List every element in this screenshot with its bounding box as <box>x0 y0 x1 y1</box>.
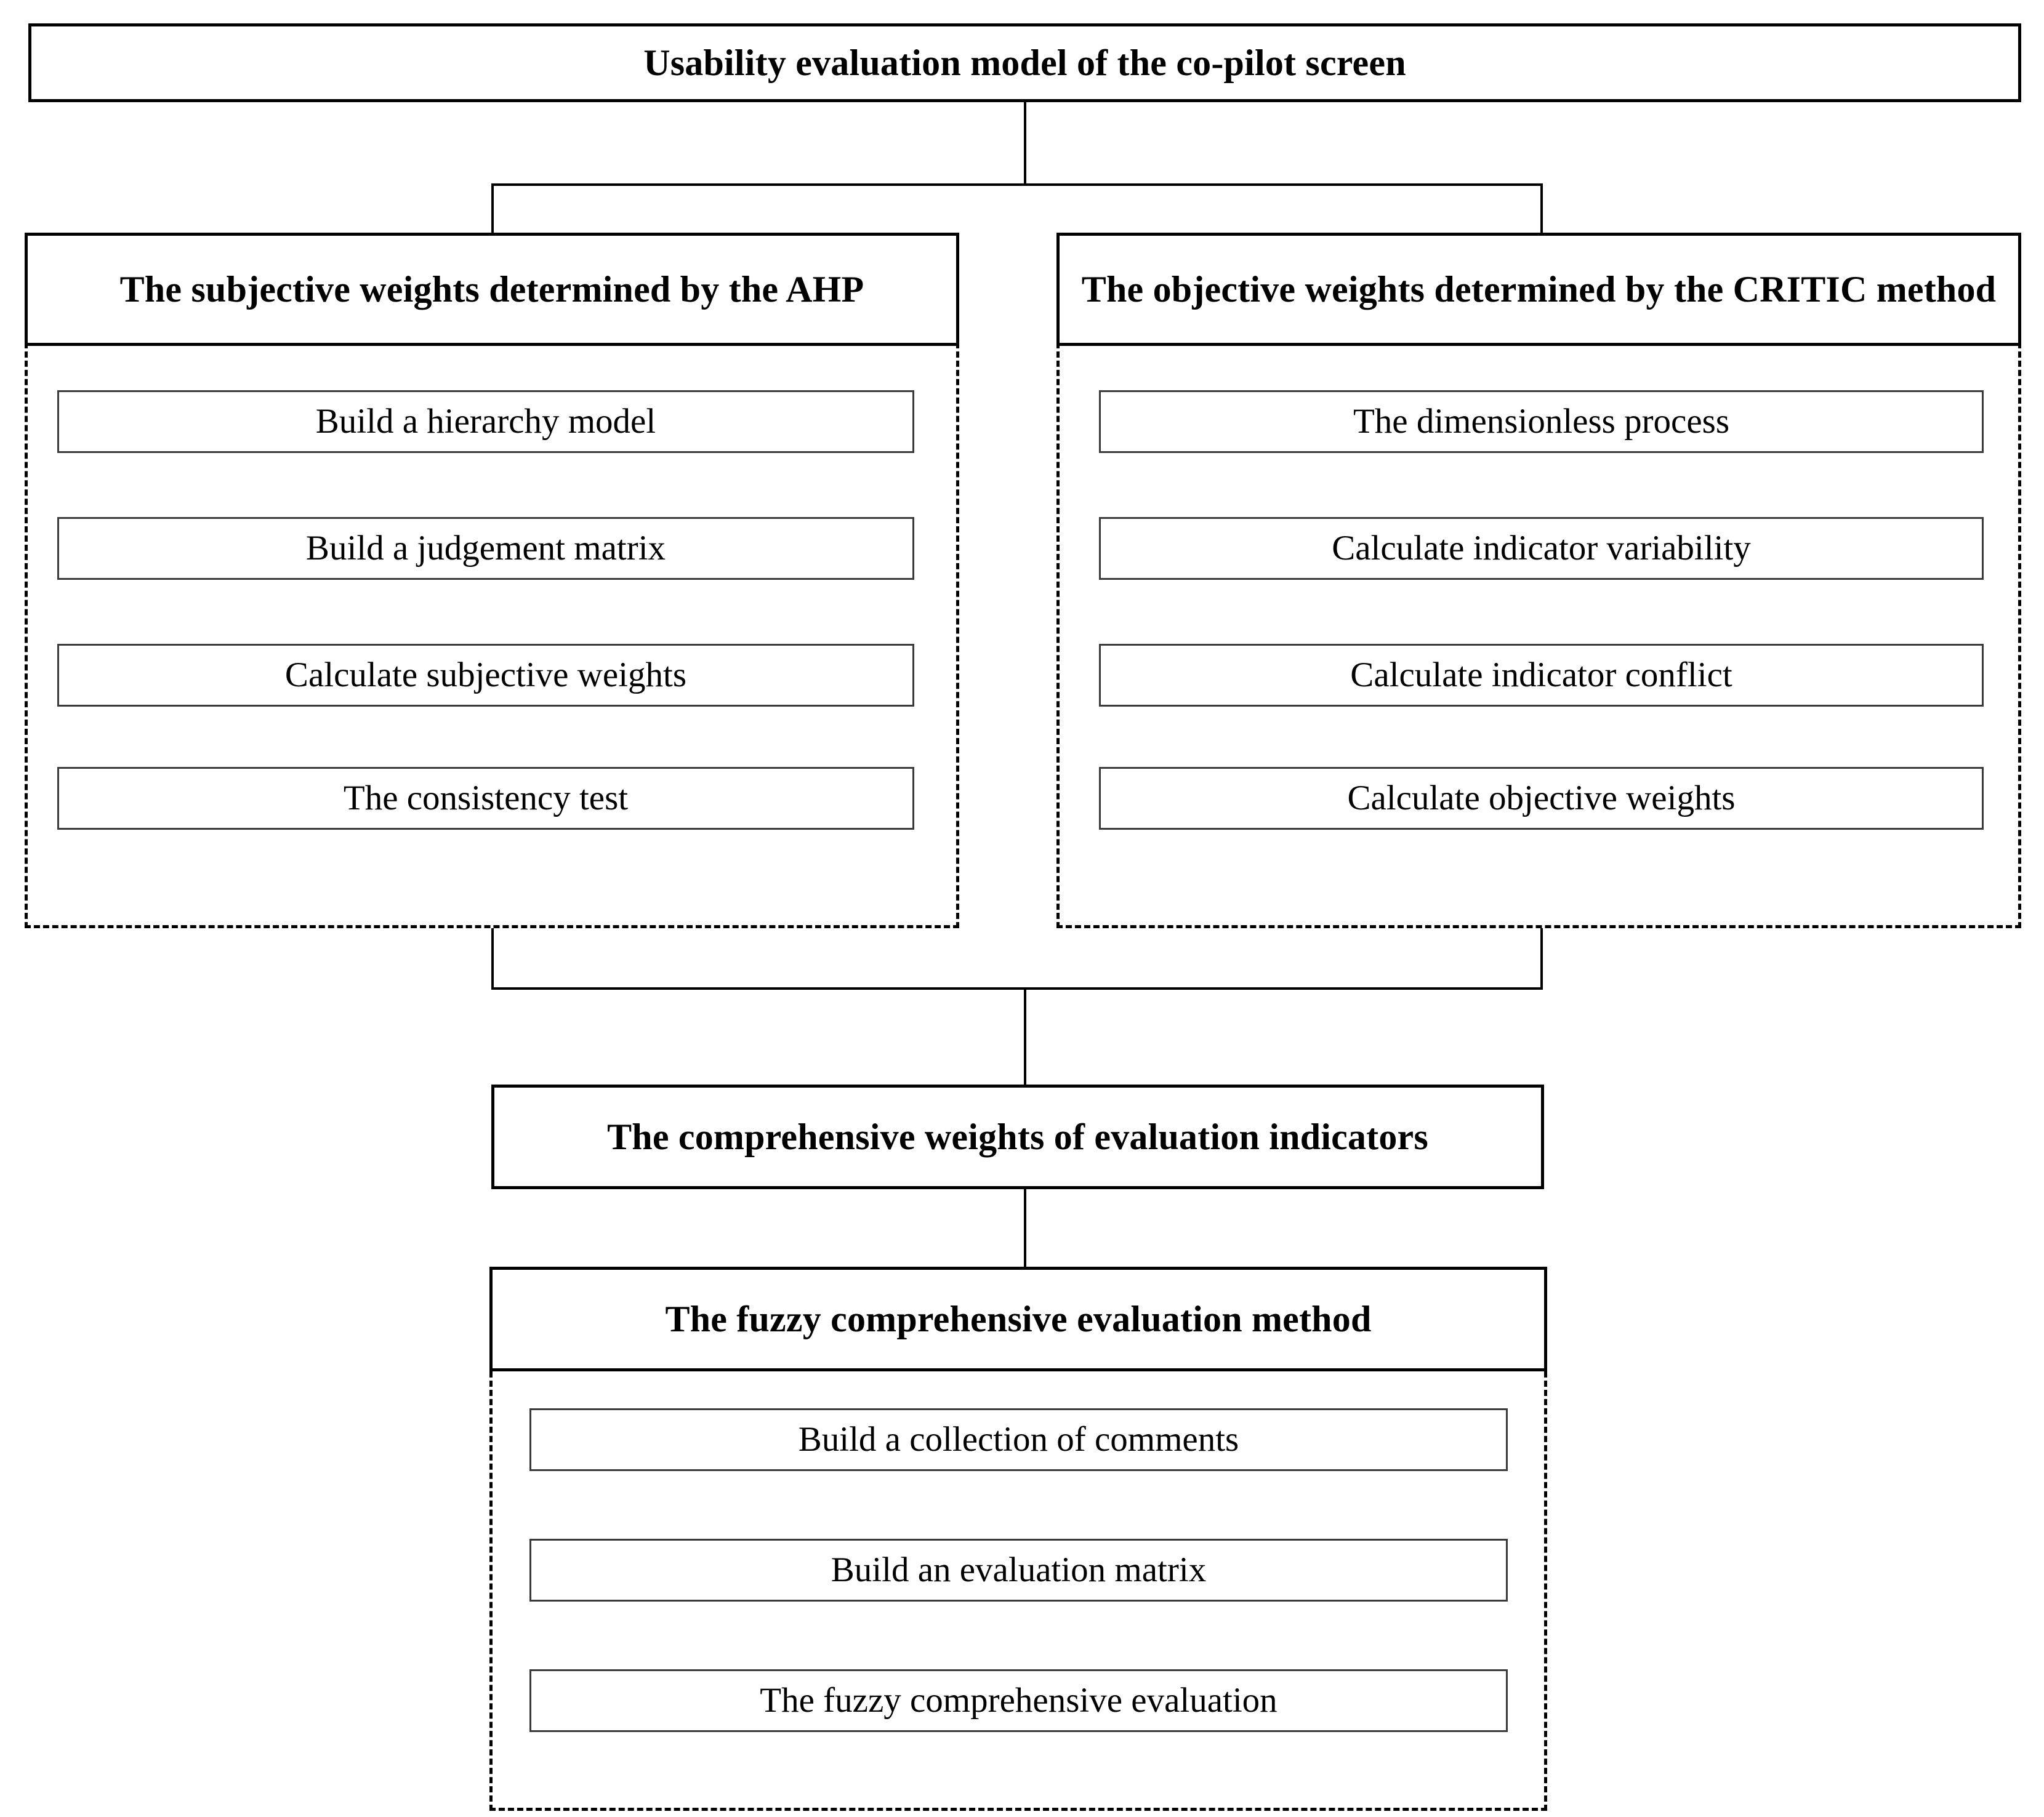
step-critic-1[interactable]: The dimensionless process <box>1099 390 1984 453</box>
node-branch-header-critic[interactable]: The objective weights determined by the … <box>1056 233 2021 346</box>
node-comprehensive-weights-label: The comprehensive weights of evaluation … <box>607 1116 1428 1157</box>
node-branch-header-ahp-label: The subjective weights determined by the… <box>119 268 864 310</box>
group-ahp-steps <box>25 342 959 928</box>
step-critic-3[interactable]: Calculate indicator conflict <box>1099 644 1984 707</box>
step-fuzzy-2-label: Build an evaluation matrix <box>831 1550 1207 1590</box>
node-branch-header-ahp[interactable]: The subjective weights determined by the… <box>25 233 959 346</box>
step-critic-1-label: The dimensionless process <box>1353 402 1730 441</box>
group-critic-steps <box>1056 342 2021 928</box>
step-ahp-4[interactable]: The consistency test <box>57 767 914 830</box>
node-root-label: Usability evaluation model of the co-pil… <box>643 42 1406 83</box>
step-critic-2-label: Calculate indicator variability <box>1332 529 1751 568</box>
connector-critic-merge-down <box>1540 928 1543 990</box>
connector-split-horizontal <box>491 183 1543 186</box>
step-ahp-2[interactable]: Build a judgement matrix <box>57 517 914 580</box>
node-fuzzy-method-header-label: The fuzzy comprehensive evaluation metho… <box>665 1298 1372 1339</box>
connector-split-left-down <box>491 183 494 233</box>
connector-ahp-merge-down <box>491 928 494 990</box>
connector-merge-down <box>1024 987 1026 1085</box>
step-critic-4-label: Calculate objective weights <box>1347 779 1736 818</box>
step-ahp-3[interactable]: Calculate subjective weights <box>57 644 914 707</box>
connector-merge-horizontal <box>491 987 1543 990</box>
step-critic-2[interactable]: Calculate indicator variability <box>1099 517 1984 580</box>
group-fuzzy-steps <box>489 1371 1547 1811</box>
step-fuzzy-1[interactable]: Build a collection of comments <box>529 1408 1508 1471</box>
step-fuzzy-3[interactable]: The fuzzy comprehensive evaluation <box>529 1669 1508 1732</box>
step-ahp-4-label: The consistency test <box>343 779 629 818</box>
step-critic-4[interactable]: Calculate objective weights <box>1099 767 1984 830</box>
connector-split-right-down <box>1540 183 1543 233</box>
step-fuzzy-1-label: Build a collection of comments <box>798 1420 1239 1459</box>
step-critic-3-label: Calculate indicator conflict <box>1350 656 1732 695</box>
connector-root-down <box>1024 102 1026 185</box>
node-branch-header-critic-label: The objective weights determined by the … <box>1081 268 1997 310</box>
step-fuzzy-3-label: The fuzzy comprehensive evaluation <box>760 1681 1278 1720</box>
node-fuzzy-method-header[interactable]: The fuzzy comprehensive evaluation metho… <box>489 1267 1547 1371</box>
step-ahp-3-label: Calculate subjective weights <box>284 656 687 695</box>
step-ahp-1-label: Build a hierarchy model <box>315 402 656 441</box>
step-ahp-2-label: Build a judgement matrix <box>305 529 666 568</box>
node-comprehensive-weights[interactable]: The comprehensive weights of evaluation … <box>491 1085 1544 1189</box>
connector-comprehensive-to-fuzzy <box>1024 1189 1026 1267</box>
step-ahp-1[interactable]: Build a hierarchy model <box>57 390 914 453</box>
step-fuzzy-2[interactable]: Build an evaluation matrix <box>529 1539 1508 1602</box>
node-root-usability-model[interactable]: Usability evaluation model of the co-pil… <box>28 23 2021 102</box>
